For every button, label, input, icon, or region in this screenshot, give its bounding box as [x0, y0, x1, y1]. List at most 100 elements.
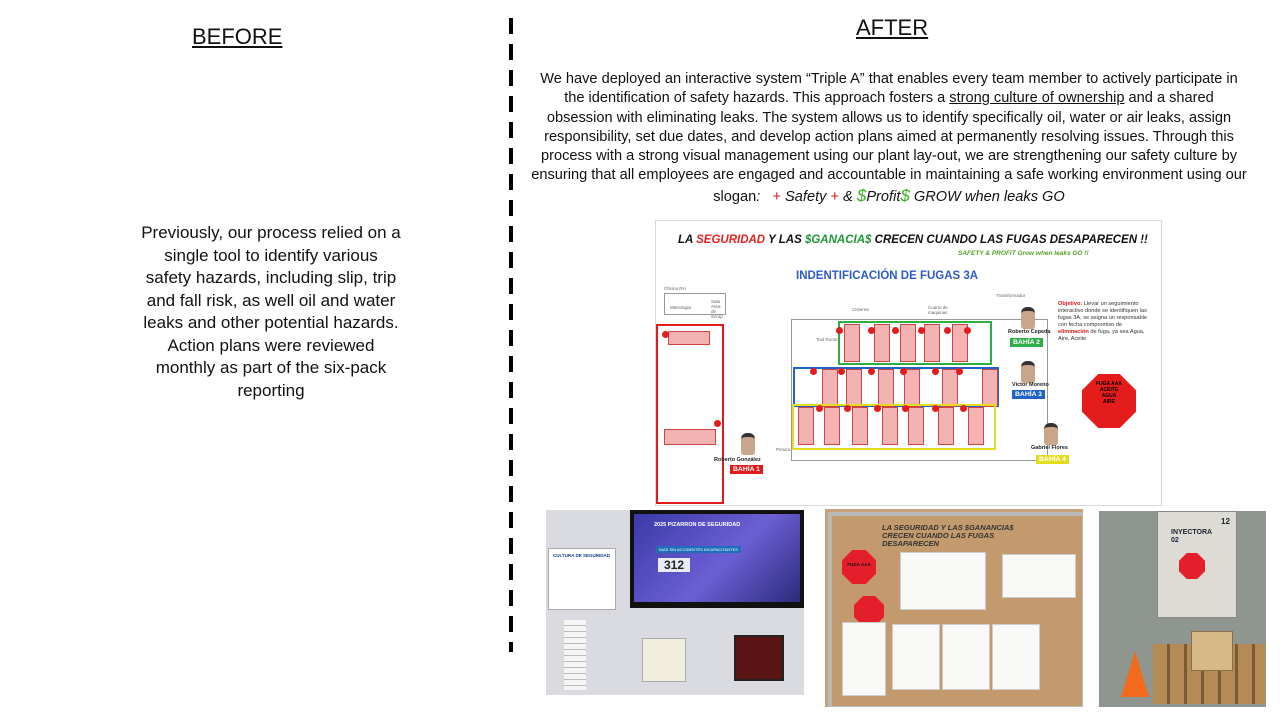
machine-marker — [844, 324, 860, 362]
machine-marker — [982, 369, 998, 407]
tv-title: 2025 PIZARRON DE SEGURIDAD — [654, 522, 741, 528]
safety-tv: 2025 PIZARRON DE SEGURIDAD DIAS SIN ACCI… — [630, 510, 804, 608]
slogan-safety: Safety — [781, 188, 831, 205]
bay-3-outline — [793, 367, 999, 407]
leak-hex-sign — [1179, 553, 1205, 579]
stop-sign-line: FUGA AAA — [1095, 381, 1122, 387]
avatar — [1044, 423, 1058, 445]
tag-holder — [842, 622, 886, 696]
leak-dot — [918, 327, 925, 334]
bay-label: BAHÍA 2 — [1010, 338, 1043, 347]
after-text-part1: We have deployed an interactive system “… — [540, 71, 1238, 107]
leak-dot — [944, 327, 951, 334]
plan-label: Transformador — [996, 293, 1026, 298]
before-description: Previously, our process relied on a sing… — [141, 223, 401, 400]
machine-marker — [798, 407, 814, 445]
leak-dot — [932, 368, 939, 375]
objective-text: de fuga, ya sea Agua, Aire, Aceite — [1058, 329, 1145, 342]
machine-marker — [664, 429, 716, 445]
after-text-underlined: strong culture of ownership — [949, 90, 1125, 107]
cardboard-box — [1191, 631, 1233, 671]
section-divider — [509, 18, 513, 652]
map-title: LA SEGURIDAD Y LAS $GANACIA$ CRECEN CUAN… — [678, 234, 1148, 246]
leak-dot — [662, 331, 669, 338]
before-heading: BEFORE — [192, 24, 283, 49]
leak-dot — [868, 368, 875, 375]
tv-days-count: 312 — [658, 558, 691, 572]
machine-marker — [822, 369, 838, 407]
objective-text: Llevar un seguimiento interactivo donde … — [1058, 301, 1147, 328]
after-heading: AFTER — [856, 15, 929, 40]
leak-dot — [956, 368, 963, 375]
machine-marker — [924, 324, 940, 362]
plan-label: Metrologia — [670, 305, 692, 310]
bay-1-outline — [656, 324, 724, 504]
map-title-part3: CRECEN CUANDO LAS FUGAS DESAPARECEN !! — [871, 234, 1148, 246]
map-title-part1: LA — [678, 234, 697, 246]
machine-marker — [878, 369, 894, 407]
bay-person: Roberto González — [714, 457, 761, 463]
slogan-plus-1: + — [772, 188, 781, 205]
plant-outline — [791, 319, 1048, 461]
map-title-ganancias: $GANACIA$ — [804, 234, 872, 246]
leak-dot — [932, 405, 939, 412]
slogan-colon: : — [756, 188, 761, 205]
leak-dot — [960, 405, 967, 412]
machine-marker — [938, 407, 954, 445]
plan-label: Pintura — [776, 447, 791, 452]
slogan: : + Safety + & $Profit$ GROW when leaks … — [756, 185, 1065, 205]
map-title-part2: Y LAS — [765, 234, 805, 246]
machine-marker — [846, 369, 862, 407]
stop-sign-line: ACEITE — [1099, 387, 1119, 393]
machine-photo: INYECTORA 02 12 — [1099, 511, 1266, 707]
objective-printout — [1002, 554, 1076, 598]
leak-hex-sign — [842, 550, 876, 584]
machine-marker — [824, 407, 840, 445]
cork-board-photo: LA SEGURIDAD Y LAS $GANANCIA$ CRECEN CUA… — [825, 509, 1083, 707]
action-sheet — [992, 624, 1040, 690]
slogan-dollar-2: $ — [900, 185, 910, 205]
slogan-profit: Profit — [866, 188, 901, 205]
slogan-tail: GROW when leaks GO — [909, 188, 1065, 205]
plan-label: Cuarto de maquinas — [928, 305, 948, 315]
leak-dot — [868, 327, 875, 334]
machine-marker — [900, 324, 916, 362]
action-sheet — [892, 624, 940, 690]
leak-dot — [816, 405, 823, 412]
machine-marker — [852, 407, 868, 445]
leak-dot — [892, 327, 899, 334]
stop-sign-text: FUGA AAA ACEITE AGUA AIRE — [1094, 381, 1124, 405]
safety-culture-sign: CULTURA DE SEGURIDAD — [548, 548, 616, 610]
slogan-plus-2: + — [830, 188, 840, 205]
machine-marker — [874, 324, 890, 362]
tv-days-label: DIAS SIN ACCIDENTES INCAPACITANTES — [656, 546, 741, 553]
plan-label: Tool Room — [816, 337, 838, 342]
leak-dot — [844, 405, 851, 412]
plan-label: Oficina RH — [664, 286, 686, 291]
alarm-box — [734, 635, 784, 681]
leak-stop-sign — [1082, 374, 1136, 428]
bay-person: Gabriel Flores — [1031, 445, 1068, 451]
traffic-cone — [1121, 651, 1149, 697]
map-heading: INDENTIFICACIÓN DE FUGAS 3A — [796, 270, 979, 282]
slogan-dollar-1: $ — [856, 185, 867, 205]
machine-marker — [904, 369, 920, 407]
leak-dot — [900, 368, 907, 375]
office-outline — [664, 293, 726, 315]
machine-marker — [908, 407, 924, 445]
leak-dot — [836, 327, 843, 334]
bay-label: BAHÍA 1 — [730, 465, 763, 474]
objective-label: Objetivo: — [1058, 301, 1083, 307]
after-description: We have deployed an interactive system “… — [530, 70, 1248, 207]
leak-dot — [810, 368, 817, 375]
avatar — [1021, 307, 1035, 329]
slogan-ampersand: & — [839, 188, 857, 205]
map-objective: Objetivo: Llevar un seguimiento interact… — [1058, 301, 1154, 343]
safety-culture-sign-title: CULTURA DE SEGURIDAD — [553, 553, 610, 558]
bay-person: Victor Moreno — [1012, 382, 1049, 388]
warning-sign — [642, 638, 686, 682]
bay-4-outline — [792, 404, 996, 450]
card-holder — [564, 620, 586, 690]
machine-label: INYECTORA 02 — [1171, 529, 1212, 544]
plan-label: Sala Area de Scrap — [711, 299, 723, 319]
